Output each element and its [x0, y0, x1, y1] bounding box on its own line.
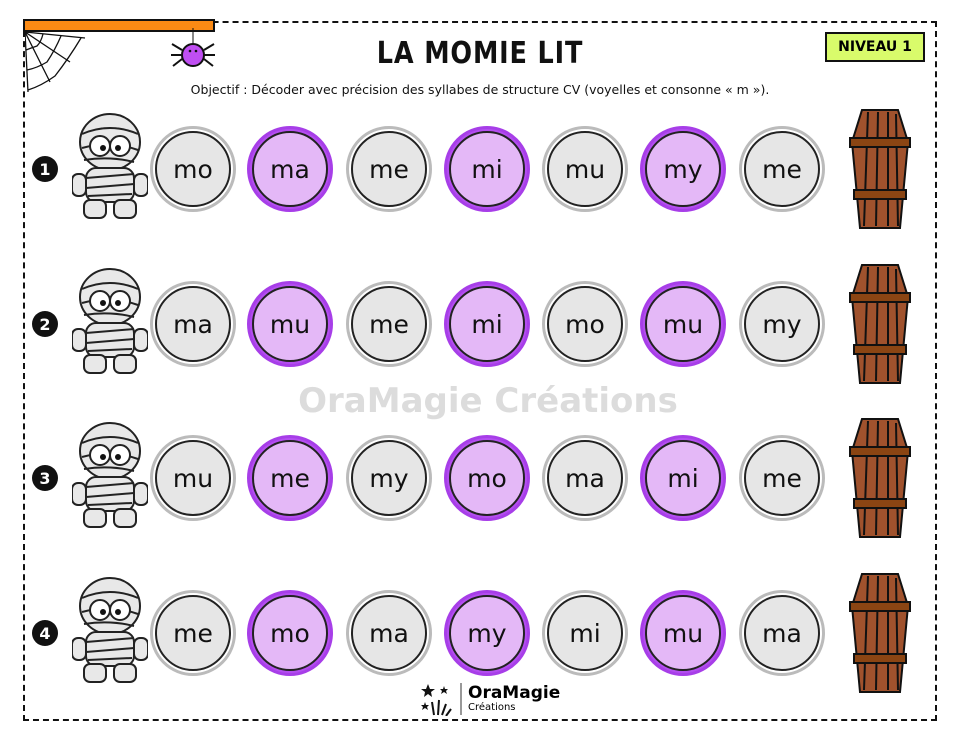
syllable-circle: me	[739, 126, 825, 212]
syllable-circle: mi	[444, 126, 530, 212]
syllable-circle: mu	[640, 590, 726, 676]
syllable-text: mo	[547, 286, 623, 362]
level-badge: NIVEAU 1	[825, 32, 925, 62]
coffin-icon	[849, 573, 911, 693]
syllable-text: mu	[645, 286, 721, 362]
mummy-icon	[72, 422, 148, 528]
mummy-icon	[72, 577, 148, 683]
syllable-text: mo	[155, 131, 231, 207]
syllable-circle: ma	[346, 590, 432, 676]
spiderweb-icon	[25, 32, 86, 93]
syllable-circle: my	[346, 435, 432, 521]
syllable-circle: me	[346, 126, 432, 212]
syllable-text: my	[449, 595, 525, 671]
syllable-circle: mi	[542, 590, 628, 676]
syllable-circle: mu	[150, 435, 236, 521]
syllable-circle: mu	[640, 281, 726, 367]
page-border	[23, 21, 937, 721]
syllable-text: mi	[449, 286, 525, 362]
syllable-text: my	[645, 131, 721, 207]
syllable-circle: ma	[542, 435, 628, 521]
syllable-text: me	[252, 440, 328, 516]
syllable-circle: mu	[542, 126, 628, 212]
spider-icon	[171, 28, 215, 67]
syllable-circle: mo	[150, 126, 236, 212]
syllable-circle: my	[640, 126, 726, 212]
mummy-icon	[72, 113, 148, 219]
row-number: 2	[32, 311, 58, 337]
coffin-icon	[849, 109, 911, 229]
brand-sub: Créations	[468, 702, 516, 713]
syllable-text: mu	[645, 595, 721, 671]
syllable-text: my	[351, 440, 427, 516]
row-number: 1	[32, 156, 58, 182]
syllable-text: mi	[645, 440, 721, 516]
syllable-circle: me	[150, 590, 236, 676]
syllable-text: mu	[252, 286, 328, 362]
syllable-circle: mo	[247, 590, 333, 676]
mummy-icon	[72, 268, 148, 374]
syllable-text: ma	[155, 286, 231, 362]
row-number: 3	[32, 465, 58, 491]
syllable-circle: my	[444, 590, 530, 676]
syllable-text: ma	[351, 595, 427, 671]
syllable-text: me	[351, 131, 427, 207]
row-number: 4	[32, 620, 58, 646]
coffin-icon	[849, 264, 911, 384]
syllable-circle: me	[739, 435, 825, 521]
syllable-text: mu	[547, 131, 623, 207]
syllable-text: mu	[155, 440, 231, 516]
syllable-text: me	[155, 595, 231, 671]
syllable-text: my	[744, 286, 820, 362]
syllable-circle: mu	[247, 281, 333, 367]
syllable-circle: my	[739, 281, 825, 367]
syllable-text: mo	[449, 440, 525, 516]
syllable-text: me	[744, 440, 820, 516]
objective-text: Objectif : Décoder avec précision des sy…	[190, 82, 770, 97]
orange-bar	[23, 19, 215, 32]
syllable-circle: me	[247, 435, 333, 521]
syllable-circle: mi	[640, 435, 726, 521]
brand-name: OraMagie	[468, 683, 561, 703]
page-title: LA MOMIE LIT	[376, 36, 584, 71]
syllable-text: ma	[252, 131, 328, 207]
syllable-text: mo	[252, 595, 328, 671]
syllable-circle: ma	[150, 281, 236, 367]
logo-divider	[460, 683, 462, 715]
syllable-circle: ma	[247, 126, 333, 212]
syllable-circle: mi	[444, 281, 530, 367]
syllable-circle: ma	[739, 590, 825, 676]
syllable-text: ma	[744, 595, 820, 671]
syllable-circle: me	[346, 281, 432, 367]
syllable-circle: mo	[542, 281, 628, 367]
syllable-text: mi	[449, 131, 525, 207]
syllable-text: mi	[547, 595, 623, 671]
stars-icon	[421, 684, 452, 716]
syllable-circle: mo	[444, 435, 530, 521]
syllable-text: me	[351, 286, 427, 362]
coffin-icon	[849, 418, 911, 538]
syllable-text: me	[744, 131, 820, 207]
syllable-text: ma	[547, 440, 623, 516]
